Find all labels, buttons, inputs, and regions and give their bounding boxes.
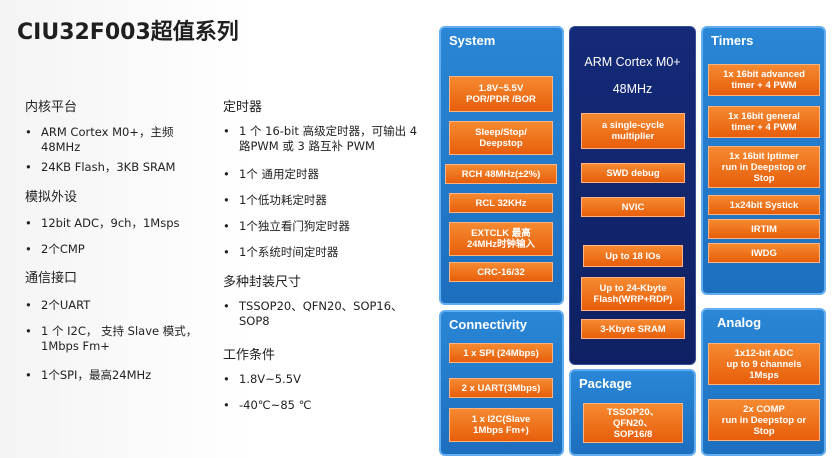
package-item: TSSOP20、 QFN20、 SOP16/8 [583, 403, 683, 443]
core-name: ARM Cortex M0+ [584, 55, 681, 69]
condition-item: •1.8V~5.5V [223, 372, 301, 386]
timers-title: Timers [711, 33, 754, 48]
timer-item: •1个 通用定时器 [223, 167, 319, 181]
core-item: Up to 24-Kbyte Flash(WRP+RDP) [581, 277, 685, 311]
package-item: •TSSOP20、QFN20、SOP16、SOP8 [223, 299, 403, 328]
core-block: ARM Cortex M0+ 48MHz a single-cycle mult… [569, 26, 696, 365]
core-item: •24KB Flash，3KB SRAM [25, 160, 176, 174]
system-item: Sleep/Stop/ Deepstop [449, 121, 553, 155]
timers-block: Timers 1x 16bit advanced timer + 4 PWM 1… [701, 26, 826, 295]
system-item: 1.8V~5.5V POR/PDR /BOR [449, 76, 553, 112]
connectivity-block: Connectivity 1 x SPI (24Mbps) 2 x UART(3… [439, 310, 564, 456]
core-item: a single-cycle multiplier [581, 113, 685, 149]
system-item: RCL 32KHz [449, 193, 553, 213]
core-item: SWD debug [581, 163, 685, 183]
timers-item: 1x 16bit general timer + 4 PWM [708, 106, 820, 138]
core-item: 3-Kbyte SRAM [581, 319, 685, 339]
package-title: Package [579, 376, 632, 391]
analog-item: •2个CMP [25, 242, 85, 256]
system-item: EXTCLK 最高 24MHz时钟输入 [449, 222, 553, 256]
comm-item: •1个SPI，最高24MHz [25, 368, 152, 382]
system-item: RCH 48MHz(±2%) [445, 164, 557, 184]
timer-item: •1个独立看门狗定时器 [223, 219, 350, 233]
comm-item: •1 个 I2C， 支持 Slave 模式，1Mbps Fm+ [25, 324, 198, 353]
core-item: NVIC [581, 197, 685, 217]
condition-item: •-40℃~85 ℃ [223, 398, 312, 412]
timers-item: 1x 16bit lptimer run in Deepstop or Stop [708, 146, 820, 188]
system-item: CRC-16/32 [449, 262, 553, 282]
timers-item: 1x24bit Systick [708, 195, 820, 215]
system-block: System 1.8V~5.5V POR/PDR /BOR Sleep/Stop… [439, 26, 564, 305]
core-item: Up to 18 IOs [583, 245, 683, 267]
timers-item: IWDG [708, 243, 820, 263]
core-freq: 48MHz [612, 82, 653, 96]
analog-title: Analog [717, 315, 762, 330]
timers-item: 1x 16bit advanced timer + 4 PWM [708, 64, 820, 96]
analog-item: 2x COMP run in Deepstop or Stop [708, 399, 820, 441]
timers-item: IRTIM [708, 219, 820, 239]
connectivity-item: 1 x I2C(Slave 1Mbps Fm+) [449, 408, 553, 442]
analog-heading: 模拟外设 [25, 190, 78, 205]
connectivity-title: Connectivity [449, 317, 528, 332]
page-title: CIU32F003超值系列 [17, 20, 239, 45]
analog-item: •12bit ADC，9ch，1Msps [25, 216, 180, 230]
system-title: System [449, 33, 496, 48]
core-heading: 内核平台 [25, 100, 78, 115]
comm-item: •2个UART [25, 298, 91, 312]
timer-item: •1个系统时间定时器 [223, 245, 339, 259]
analog-item: 1x12-bit ADC up to 9 channels 1Msps [708, 343, 820, 385]
connectivity-item: 2 x UART(3Mbps) [449, 378, 553, 398]
timer-item: •1 个 16-bit 高级定时器，可输出 4 路PWM 或 3 路互补 PWM [223, 124, 418, 153]
comm-heading: 通信接口 [25, 271, 78, 286]
timer-item: •1个低功耗定时器 [223, 193, 327, 207]
package-heading: 多种封装尺寸 [223, 275, 302, 290]
timers-heading: 定时器 [223, 100, 263, 115]
analog-block: Analog 1x12-bit ADC up to 9 channels 1Ms… [701, 308, 826, 456]
conditions-heading: 工作条件 [223, 348, 276, 363]
connectivity-item: 1 x SPI (24Mbps) [449, 343, 553, 363]
core-item: •ARM Cortex M0+，主频 48MHz [25, 125, 174, 154]
package-block: Package TSSOP20、 QFN20、 SOP16/8 [569, 369, 696, 456]
